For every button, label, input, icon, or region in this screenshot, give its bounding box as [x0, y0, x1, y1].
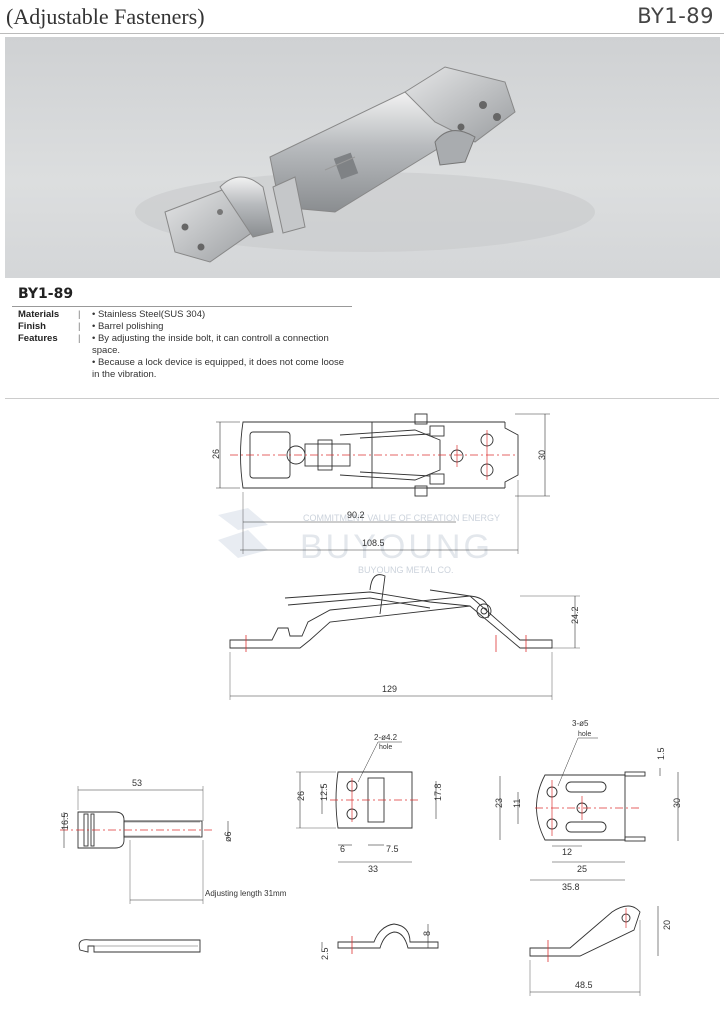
- latch-photo-illustration: [135, 66, 595, 263]
- dim-90-2: 90.2: [347, 510, 365, 520]
- spec-value: • Because a lock device is equipped, it …: [92, 357, 345, 380]
- dim-12-5: 12.5: [319, 783, 329, 801]
- dim-11: 11: [512, 799, 522, 808]
- dim-26-plate: 26: [296, 791, 306, 801]
- spec-label: Finish: [18, 321, 46, 332]
- product-photo: [5, 37, 720, 278]
- dim-129: 129: [382, 684, 397, 694]
- dim-12: 12: [562, 847, 572, 857]
- hole-callout-word-base: hole: [578, 731, 591, 738]
- dim-53: 53: [132, 778, 142, 788]
- dim-24-2: 24.2: [570, 606, 580, 624]
- dim-2-5: 2.5: [320, 947, 330, 960]
- product-code: BY1-89: [637, 4, 714, 28]
- adjusting-length-label: Adjusting length 31mm: [205, 889, 287, 898]
- section-divider: [5, 398, 719, 399]
- model-heading: BY1-89: [18, 286, 74, 302]
- dim-30-base: 30: [672, 798, 682, 808]
- model-underline: [12, 306, 352, 307]
- bracket-drawing: 20 48.5: [529, 905, 672, 996]
- hole-callout-2-4-2: 2-ø4.2: [374, 733, 398, 742]
- dim-35-8: 35.8: [562, 882, 580, 892]
- product-specs: BY1-89 Materials | • Stainless Steel(SUS…: [12, 286, 358, 380]
- keeper-drawing: 8 2.5: [320, 923, 439, 960]
- spec-value: • Stainless Steel(SUS 304): [92, 309, 206, 320]
- header-divider: [0, 33, 724, 34]
- hole-callout-3-5: 3-ø5: [572, 719, 589, 728]
- dim-33: 33: [368, 864, 378, 874]
- side-view-drawing: 24.2 129: [229, 574, 580, 700]
- dim-1-5: 1.5: [656, 747, 666, 760]
- dim-20: 20: [662, 920, 672, 930]
- dim-16-5: 16.5: [60, 812, 70, 830]
- dim-diam-6: ø6: [223, 831, 233, 842]
- dim-25: 25: [577, 864, 587, 874]
- spec-label: Materials: [18, 309, 60, 320]
- dim-30: 30: [537, 450, 547, 460]
- spec-value: • Barrel polishing: [92, 321, 164, 332]
- dim-108-5: 108.5: [362, 538, 385, 548]
- spec-value: • By adjusting the inside bolt, it can c…: [92, 333, 329, 356]
- hole-callout-word: hole: [379, 744, 392, 751]
- dim-7-5: 7.5: [386, 844, 399, 854]
- page-header: (Adjustable Fasteners) BY1-89: [0, 0, 724, 34]
- catalog-section-title: (Adjustable Fasteners): [6, 4, 205, 29]
- plate-drawing: 2-ø4.2 hole 26 12.5 17.8 6 7.5 33: [296, 733, 443, 874]
- dim-23: 23: [494, 798, 504, 808]
- spec-label: Features: [18, 333, 58, 344]
- dim-8: 8: [422, 931, 432, 936]
- dim-48-5: 48.5: [575, 980, 593, 990]
- bolt-drawing: 53 16.5 ø6 Adjusting length 31mm: [60, 778, 287, 904]
- hook-drawing: [78, 939, 201, 953]
- top-view-drawing: 26 30 90.2 108.5: [211, 413, 550, 554]
- drawings-svg: COMMITMENT VALUE OF CREATION ENERGY BUYO…: [60, 413, 682, 996]
- dim-17-8: 17.8: [433, 783, 443, 801]
- technical-drawings: COMMITMENT VALUE OF CREATION ENERGY BUYO…: [0, 400, 724, 1020]
- watermark-brand: BUYOUNG: [300, 528, 493, 566]
- dim-26: 26: [211, 449, 221, 459]
- dim-6: 6: [340, 844, 345, 854]
- base-drawing: 3-ø5 hole 1.5 23 11 30 12 25 35.8: [494, 719, 682, 892]
- watermark-tagline: COMMITMENT VALUE OF CREATION ENERGY: [303, 513, 500, 523]
- watermark-company: BUYOUNG METAL CO.: [358, 565, 454, 575]
